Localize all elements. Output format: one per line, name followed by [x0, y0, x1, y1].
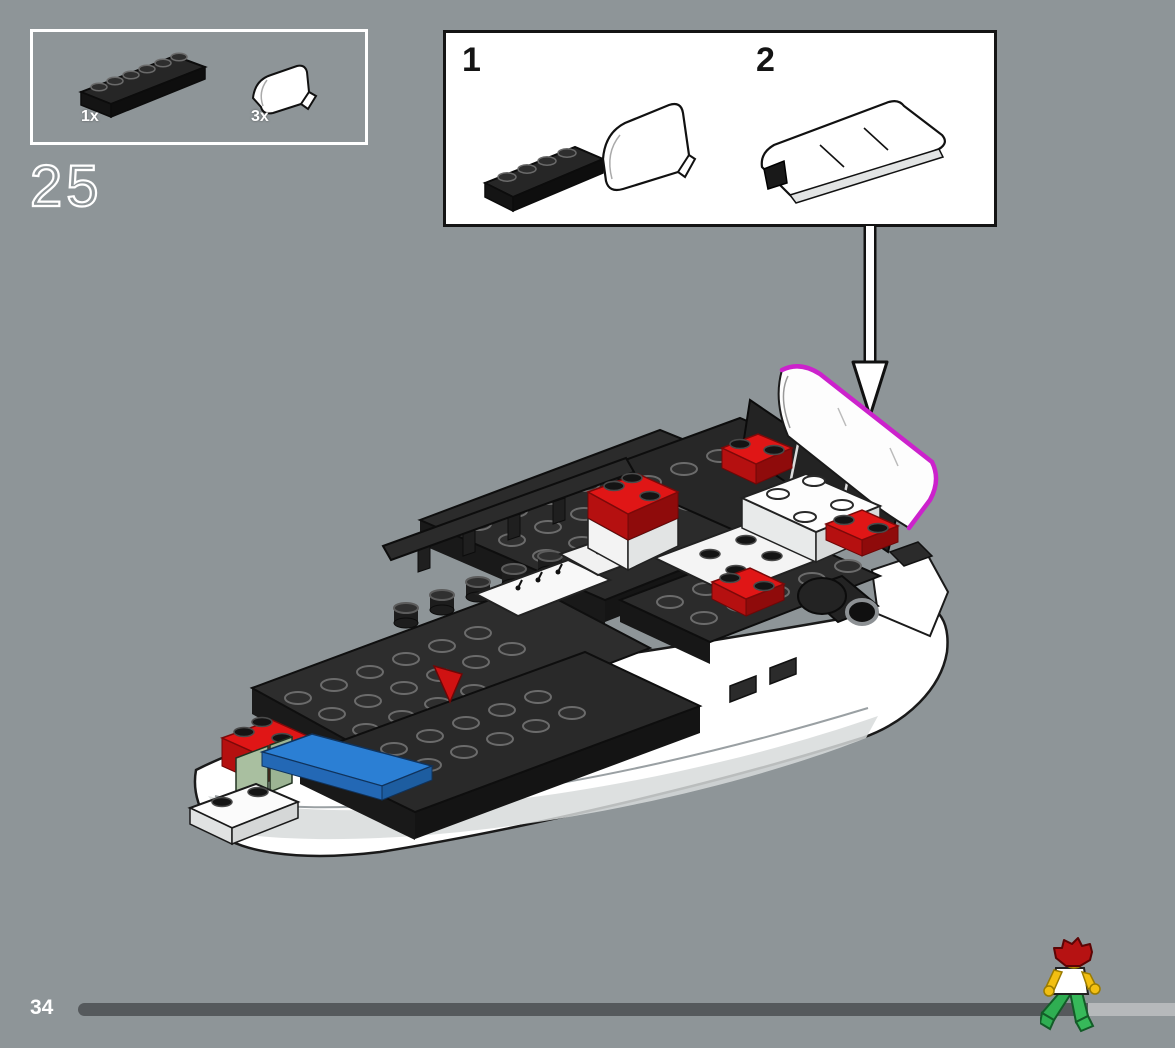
red-brick: [586, 472, 680, 541]
new-part-highlight: [777, 364, 939, 531]
deck-railing: [381, 456, 636, 573]
progress-bar-completed: [78, 1003, 1088, 1016]
parts-callout-illustration: [78, 52, 318, 119]
page-number: 34: [30, 996, 54, 1019]
black-plate-with-slope: [482, 102, 697, 213]
step-number: 25: [29, 153, 103, 220]
part-count-label: 1x: [81, 108, 99, 125]
three-white-slopes-unit: [760, 99, 946, 204]
red-fin: [432, 664, 464, 704]
stern-step: [870, 541, 950, 638]
red-brick: [824, 509, 900, 557]
running-minifigure-icon: [1040, 937, 1101, 1033]
bow-detail: [187, 733, 435, 846]
boat-assembly-illustration: [187, 364, 950, 858]
substep-1-label: 1: [462, 41, 481, 79]
exhaust-cylinder: [797, 574, 880, 626]
red-brick: [710, 567, 786, 617]
substep-1-illustration: [482, 102, 697, 213]
substep-2-label: 2: [756, 41, 775, 79]
part-count-label: 3x: [251, 108, 269, 125]
step-number-text: 25: [30, 154, 103, 219]
parts-callout-box: 1x 3x: [30, 29, 368, 145]
part-white-curved-slope: [251, 64, 318, 115]
progress-bar-remaining: [1088, 1003, 1175, 1016]
substeps-box: 1 2: [443, 30, 997, 227]
substep-2-illustration: [760, 99, 946, 204]
magenta-outline: [779, 364, 939, 531]
part-black-plate-1x6: [78, 52, 208, 119]
down-arrow-icon: [851, 226, 889, 418]
red-brick: [720, 433, 794, 485]
